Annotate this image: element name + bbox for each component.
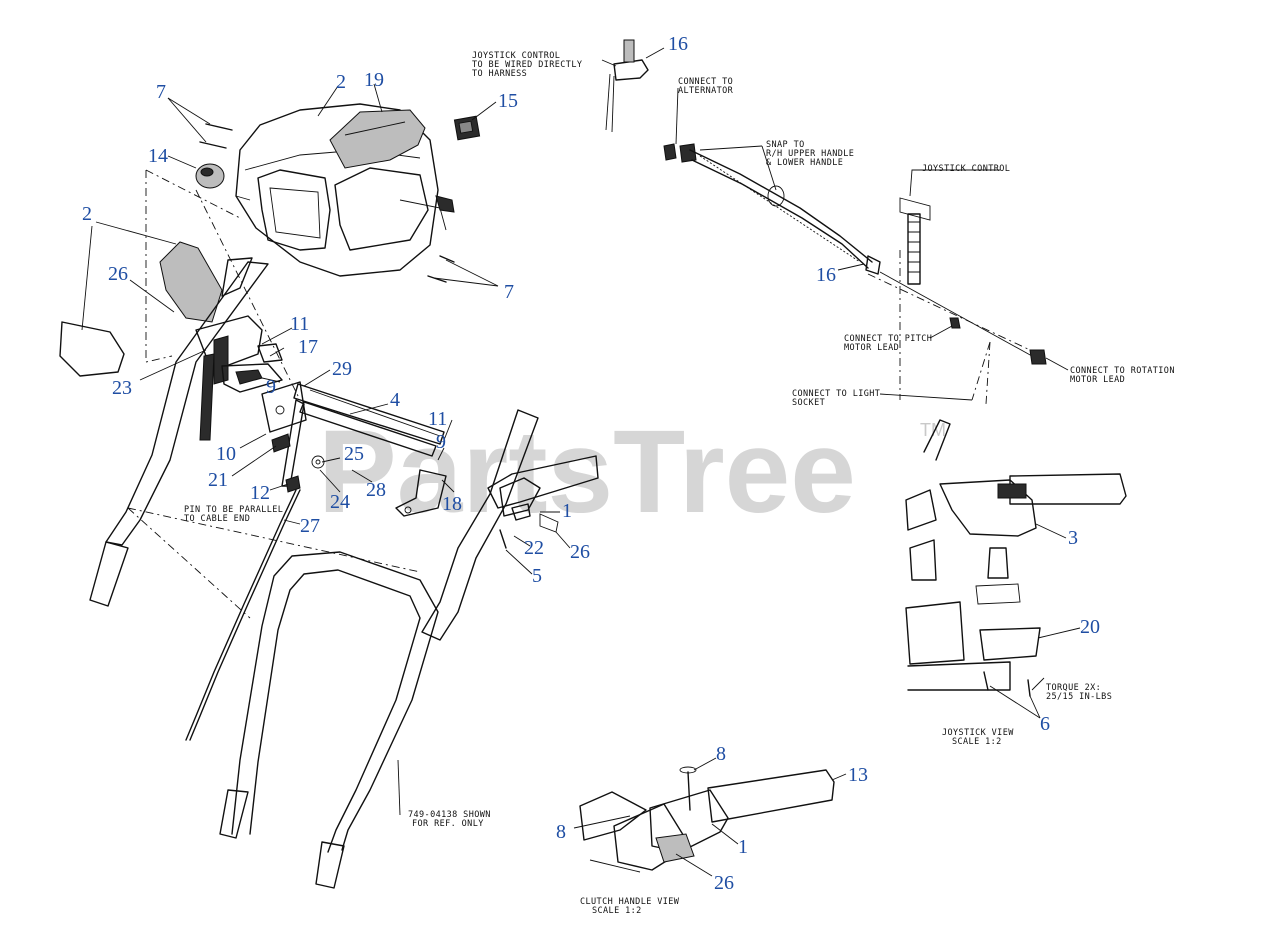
- callout-11: 11: [290, 313, 309, 335]
- assembly-centerlines: [127, 169, 1031, 619]
- callout-22: 22: [524, 537, 544, 559]
- dash-panel: [235, 103, 455, 277]
- svg-text:SNAP TO: SNAP TO: [766, 140, 805, 150]
- connector: [453, 115, 481, 141]
- svg-text:MOTOR LEAD: MOTOR LEAD: [1070, 375, 1125, 385]
- callout-17: 17: [298, 336, 318, 358]
- callout-18: 18: [442, 493, 462, 515]
- screws-7: [199, 123, 455, 283]
- callout-8: 8: [556, 821, 566, 843]
- callout-15: 15: [498, 90, 518, 112]
- callout-23: 23: [112, 377, 132, 399]
- note-connect-alternator: CONNECT TO ALTERNATOR: [678, 77, 734, 96]
- callout-25: 25: [344, 443, 364, 465]
- svg-text:SCALE 1:2: SCALE 1:2: [952, 737, 1002, 747]
- leader-lines: [81, 47, 1081, 877]
- callout-12: 12: [250, 482, 270, 504]
- callout-9: 9: [436, 431, 446, 453]
- svg-text:ALTERNATOR: ALTERNATOR: [678, 86, 734, 96]
- svg-text:SCALE 1:2: SCALE 1:2: [592, 906, 642, 916]
- svg-text:CONNECT TO PITCH: CONNECT TO PITCH: [844, 334, 932, 344]
- shift-rod: [293, 383, 447, 517]
- wire-harness: [663, 143, 1047, 365]
- svg-text:& LOWER HANDLE: & LOWER HANDLE: [766, 158, 843, 168]
- callout-1: 1: [562, 500, 572, 522]
- svg-text:JOYSTICK CONTROL: JOYSTICK CONTROL: [472, 51, 560, 61]
- callout-5: 5: [532, 565, 542, 587]
- upper-handle-right: [421, 409, 599, 641]
- callout-2: 2: [336, 71, 346, 93]
- svg-text:TORQUE 2X:: TORQUE 2X:: [1046, 683, 1101, 693]
- svg-text:TO BE WIRED DIRECTLY: TO BE WIRED DIRECTLY: [472, 60, 582, 70]
- callout-14: 14: [148, 145, 168, 167]
- note-connect-pitch: CONNECT TO PITCH MOTOR LEAD: [844, 334, 932, 353]
- callout-8: 8: [716, 743, 726, 765]
- callout-7: 7: [504, 281, 514, 303]
- callout-16: 16: [816, 264, 836, 286]
- callout-4: 4: [390, 389, 400, 411]
- callout-3: 3: [1068, 527, 1078, 549]
- note-joystick-control: JOYSTICK CONTROL: [922, 164, 1010, 174]
- callout-13: 13: [848, 764, 868, 786]
- pivot-bracket: [195, 315, 307, 441]
- callout-11: 11: [428, 408, 447, 430]
- svg-text:JOYSTICK VIEW: JOYSTICK VIEW: [942, 728, 1014, 738]
- upper-handle-left: [89, 257, 269, 607]
- svg-text:CONNECT TO: CONNECT TO: [678, 77, 733, 87]
- note-connect-light: CONNECT TO LIGHT SOCKET: [792, 389, 880, 408]
- callout-9: 9: [266, 376, 276, 398]
- svg-text:749-04138 SHOWN: 749-04138 SHOWN: [408, 810, 491, 820]
- callout-16: 16: [668, 33, 688, 55]
- knob: [195, 163, 225, 189]
- svg-text:PIN TO BE PARALLEL: PIN TO BE PARALLEL: [184, 505, 283, 515]
- callout-27: 27: [300, 515, 320, 537]
- note-torque: TORQUE 2X: 25/15 IN-LBS: [1046, 683, 1112, 702]
- callout-19: 19: [364, 69, 384, 91]
- note-joystick-view: JOYSTICK VIEW SCALE 1:2: [942, 728, 1014, 747]
- callout-7: 7: [156, 81, 166, 103]
- svg-text:MOTOR LEAD: MOTOR LEAD: [844, 343, 899, 353]
- callout-6: 6: [1040, 713, 1050, 735]
- callout-2: 2: [82, 203, 92, 225]
- callout-21: 21: [208, 469, 228, 491]
- note-shown-ref: 749-04138 SHOWN FOR REF. ONLY: [408, 810, 491, 829]
- svg-text:CONNECT TO LIGHT: CONNECT TO LIGHT: [792, 389, 880, 399]
- note-joystick-wired: JOYSTICK CONTROL TO BE WIRED DIRECTLY TO…: [472, 51, 582, 79]
- watermark: PartsTree: [318, 406, 856, 538]
- svg-text:FOR REF. ONLY: FOR REF. ONLY: [412, 819, 484, 829]
- callout-26: 26: [714, 872, 734, 894]
- control-cable: [185, 489, 301, 741]
- note-connect-rotation: CONNECT TO ROTATION MOTOR LEAD: [1070, 366, 1175, 385]
- callout-numbers: 16 2 19 15 7 14 2 26 7 16 11 17 23 9 29 …: [82, 33, 1100, 894]
- watermark-tm: TM: [920, 420, 946, 440]
- lower-handle: [219, 551, 439, 889]
- callout-24: 24: [330, 491, 350, 513]
- svg-text:R/H UPPER HANDLE: R/H UPPER HANDLE: [766, 149, 854, 159]
- callout-10: 10: [216, 443, 236, 465]
- svg-text:JOYSTICK CONTROL: JOYSTICK CONTROL: [922, 164, 1010, 174]
- callout-26: 26: [108, 263, 128, 285]
- svg-text:TO CABLE END: TO CABLE END: [184, 514, 250, 524]
- svg-text:CLUTCH HANDLE VIEW: CLUTCH HANDLE VIEW: [580, 897, 680, 907]
- callout-1: 1: [738, 836, 748, 858]
- display-cover: [329, 109, 426, 169]
- joystick-view: [905, 419, 1127, 697]
- clutch-handle-view: [579, 766, 835, 873]
- note-clutch-view: CLUTCH HANDLE VIEW SCALE 1:2: [580, 897, 680, 916]
- svg-text:SOCKET: SOCKET: [792, 398, 825, 408]
- callout-28: 28: [366, 479, 386, 501]
- callout-20: 20: [1080, 616, 1100, 638]
- note-pin-parallel: PIN TO BE PARALLEL TO CABLE END: [184, 505, 283, 524]
- callout-26: 26: [570, 541, 590, 563]
- callout-29: 29: [332, 358, 352, 380]
- svg-text:CONNECT TO ROTATION: CONNECT TO ROTATION: [1070, 366, 1175, 376]
- note-snap-to: SNAP TO R/H UPPER HANDLE & LOWER HANDLE: [766, 140, 854, 168]
- joystick-top: [605, 39, 649, 133]
- svg-text:25/15 IN-LBS: 25/15 IN-LBS: [1046, 692, 1112, 702]
- svg-text:TO HARNESS: TO HARNESS: [472, 69, 527, 79]
